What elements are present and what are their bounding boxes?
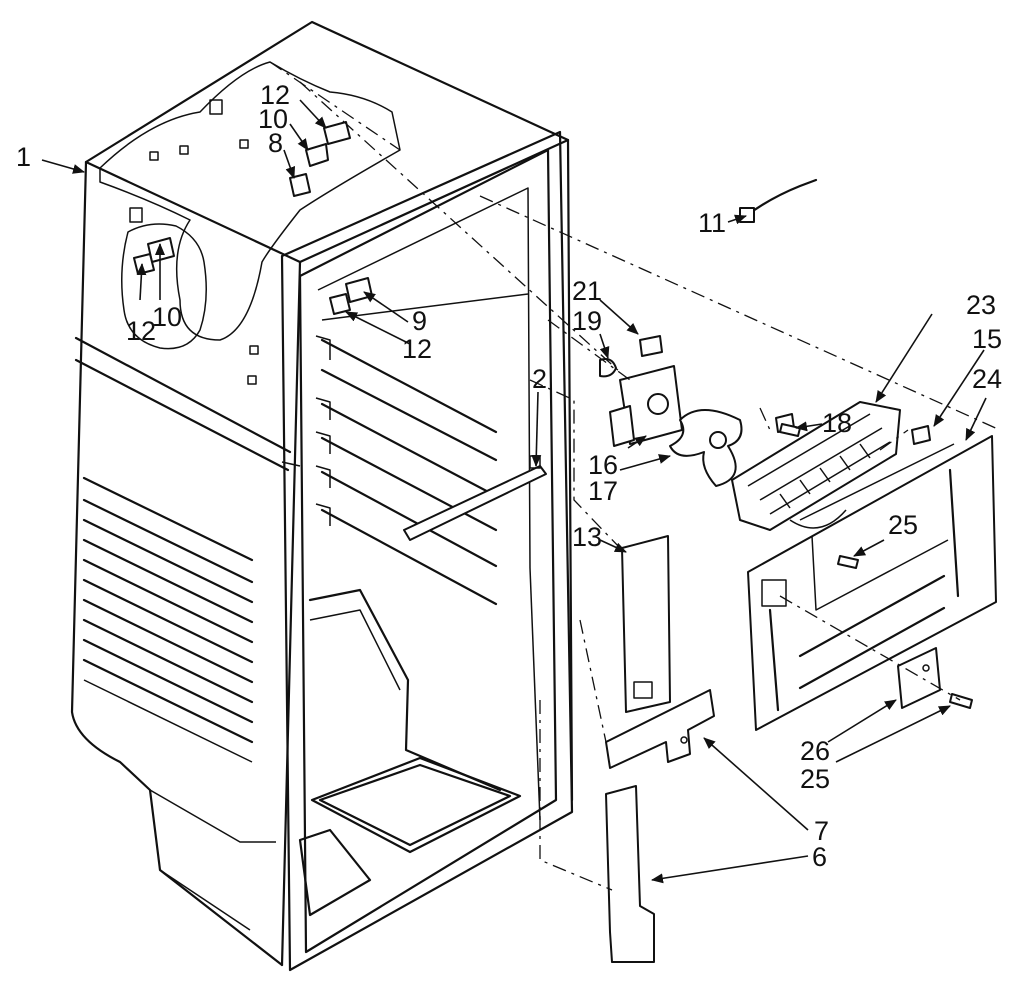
callout-13: 13 — [572, 522, 602, 552]
callout-12-side: 12 — [126, 316, 156, 346]
liner-opening — [280, 130, 574, 972]
callout-23: 23 — [966, 290, 996, 320]
damper-bracket — [605, 689, 715, 769]
screws — [779, 423, 973, 709]
clips — [133, 121, 373, 315]
fan-motor-assembly — [599, 335, 743, 487]
callout-10-side: 10 — [152, 302, 182, 332]
callout-19: 19 — [572, 306, 602, 336]
callout-6: 6 — [812, 842, 827, 872]
dashed-leaders — [269, 61, 1001, 891]
rear-cover-panel — [747, 435, 997, 731]
callout-12-top: 12 — [260, 80, 290, 110]
callout-18: 18 — [822, 408, 852, 438]
duct-cover — [605, 785, 655, 963]
callout-10-top: 10 — [258, 104, 288, 134]
air-duct — [621, 535, 671, 713]
callout-15: 15 — [972, 324, 1002, 354]
callout-24: 24 — [972, 364, 1002, 394]
cabinet-shell — [70, 20, 574, 967]
callout-16: 16 — [588, 450, 618, 480]
callout-9: 9 — [412, 306, 427, 336]
wire-connector — [739, 207, 755, 223]
wire-harness — [744, 178, 818, 218]
callout-21: 21 — [572, 276, 602, 306]
callout-25-upper: 25 — [888, 510, 918, 540]
callout-arrows — [41, 99, 987, 884]
control-bar — [403, 455, 547, 541]
callout-26: 26 — [800, 736, 830, 766]
callout-labels: 1 2 6 7 8 9 10 10 11 12 12 12 13 15 16 1… — [16, 80, 1002, 872]
callout-1: 1 — [16, 142, 31, 172]
callout-8: 8 — [268, 128, 283, 158]
callout-11: 11 — [698, 208, 726, 238]
callout-12-inner: 12 — [402, 334, 432, 364]
callout-2: 2 — [532, 364, 547, 394]
callout-17: 17 — [588, 476, 618, 506]
callout-25-lower: 25 — [800, 764, 830, 794]
callout-7: 7 — [814, 816, 829, 846]
